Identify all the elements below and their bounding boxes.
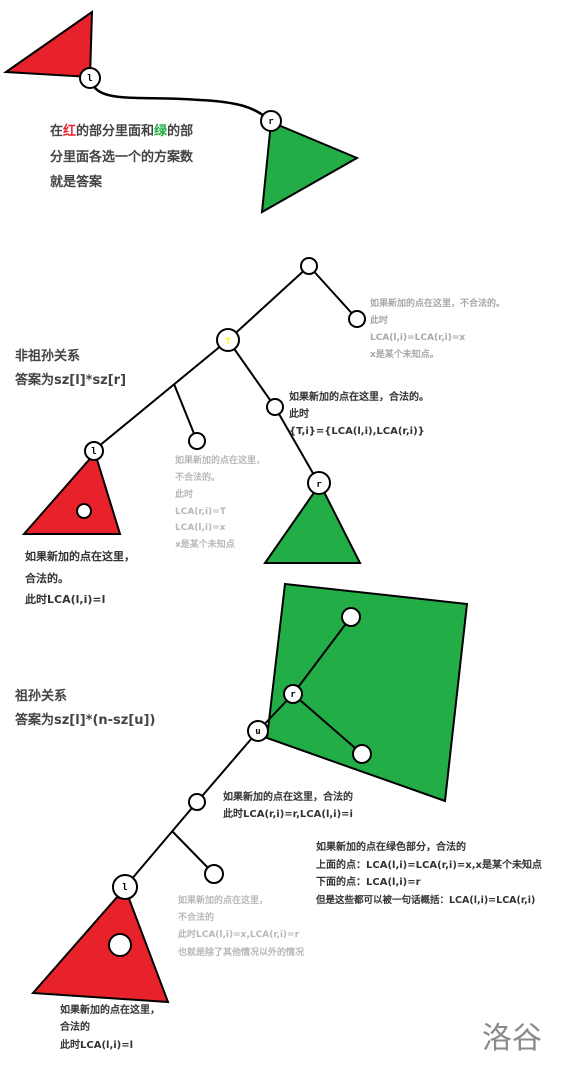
node-branch-bottom xyxy=(204,864,224,884)
svg-text:LCA(r,i)=T: LCA(r,i)=T xyxy=(175,507,227,517)
svg-text:不合法的: 不合法的 xyxy=(178,911,214,923)
point-in-red-mid xyxy=(76,503,92,519)
svg-text:此时LCA(l,i)=l: 此时LCA(l,i)=l xyxy=(60,1038,133,1051)
bottom-section: r u l 祖孙关系 答案为sz[l]*(n-sz[u]) 如果新加的点在这里，… xyxy=(14,582,542,1051)
middle-section: T l r 非祖孙关系 答案为sz[l]*sz[r] 如果新加的点在这里，不合法… xyxy=(15,257,505,606)
connecting-path-top xyxy=(89,78,269,120)
note-red-bottom: 如果新加的点在这里， 合法的 此时LCA(l,i)=l xyxy=(59,1003,160,1051)
caption-line3: 就是答案 xyxy=(50,174,103,190)
svg-text:不合法的。: 不合法的。 xyxy=(175,471,220,483)
svg-text:如果新加的点在这里，合法的。: 如果新加的点在这里，合法的。 xyxy=(289,390,429,403)
mid-title-line1: 非祖孙关系 xyxy=(15,348,80,364)
node-T-mid: T xyxy=(216,328,240,352)
node-r-mid-label: r xyxy=(316,480,322,490)
node-r-top: r xyxy=(260,110,282,132)
svg-text:此时LCA(r,i)=r,LCA(l,i)=i: 此时LCA(r,i)=r,LCA(l,i)=i xyxy=(223,807,353,820)
caption-line2: 分里面各选一个的方案数 xyxy=(50,149,194,165)
node-l-mid: l xyxy=(84,441,104,461)
note-green-bottom: 如果新加的点在绿色部分，合法的 上面的点：LCA(l,i)=LCA(r,i)=x… xyxy=(315,840,542,906)
note-branch-bottom: 如果新加的点在这里， 不合法的 此时LCA(l,i)=x,LCA(r,i)=r … xyxy=(178,894,304,958)
svg-text:LCA(l,i)=x: LCA(l,i)=x xyxy=(175,523,226,533)
node-top-mid xyxy=(300,257,318,275)
note-red-mid: 如果新加的点在这里， 合法的。 此时LCA(l,i)=l xyxy=(25,549,135,606)
svg-text:此时: 此时 xyxy=(370,314,388,326)
note-mid-left: 如果新加的点在这里， 不合法的。 此时 LCA(r,i)=T LCA(l,i)=… xyxy=(175,454,265,550)
svg-text:{T,i}={LCA(l,i),LCA(r,i)}: {T,i}={LCA(l,i),LCA(r,i)} xyxy=(289,426,425,437)
svg-text:如果新加的点在绿色部分，合法的: 如果新加的点在绿色部分，合法的 xyxy=(316,840,466,853)
node-path-mid xyxy=(266,398,284,416)
node-u-bottom: u xyxy=(247,720,269,742)
svg-text:合法的。: 合法的。 xyxy=(25,571,69,585)
node-r-bottom-label: r xyxy=(290,690,296,700)
svg-text:也就是除了其他情况以外的情况: 也就是除了其他情况以外的情况 xyxy=(178,946,304,958)
node-r-mid: r xyxy=(307,471,331,495)
note-mid: 如果新加的点在这里，合法的。 此时 {T,i}={LCA(l,i),LCA(r,… xyxy=(289,390,429,437)
svg-text:如果新加的点在这里，: 如果新加的点在这里， xyxy=(175,454,265,466)
node-l-mid-label: l xyxy=(91,447,96,457)
note-top-right: 如果新加的点在这里，不合法的。 此时 LCA(l,i)=LCA(r,i)=x x… xyxy=(370,297,505,360)
node-right-leaf-mid xyxy=(348,310,366,328)
svg-text:如果新加的点在这里，合法的: 如果新加的点在这里，合法的 xyxy=(223,790,353,803)
svg-text:此时LCA(l,i)=x,LCA(r,i)=r: 此时LCA(l,i)=x,LCA(r,i)=r xyxy=(178,928,300,940)
bottom-title-line1: 祖孙关系 xyxy=(14,688,67,704)
caption-line1: 在红的部分里面和绿的部 xyxy=(50,123,193,139)
node-green-top xyxy=(341,607,361,627)
svg-text:下面的点：LCA(l,i)=r: 下面的点：LCA(l,i)=r xyxy=(316,875,421,888)
node-path-bottom xyxy=(188,793,206,811)
green-subtree-bottom xyxy=(265,582,469,803)
node-l-label: l xyxy=(87,74,92,84)
point-in-red-bottom xyxy=(108,933,132,957)
red-subtree-top xyxy=(3,10,94,79)
red-subtree-bottom xyxy=(30,886,170,1004)
svg-text:x是某个未知点。: x是某个未知点。 xyxy=(370,348,439,360)
node-r-bottom: r xyxy=(283,684,303,704)
mid-title-line2: 答案为sz[l]*sz[r] xyxy=(15,372,126,388)
bottom-title-line2: 答案为sz[l]*(n-sz[u]) xyxy=(15,712,155,728)
svg-text:但是这些都可以被一句话概括：LCA(l,i)=LCA(r,i: 但是这些都可以被一句话概括：LCA(l,i)=LCA(r,i) xyxy=(315,894,535,906)
red-subtree-mid xyxy=(21,450,122,535)
svg-text:如果新加的点在这里，: 如果新加的点在这里， xyxy=(25,549,135,563)
svg-text:如果新加的点在这里，不合法的。: 如果新加的点在这里，不合法的。 xyxy=(370,297,505,309)
svg-text:此时: 此时 xyxy=(175,488,193,500)
top-section: l r 在红的部分里面和绿的部 分里面各选一个的方案数 就是答案 xyxy=(3,10,360,214)
svg-text:此时LCA(l,i)=l: 此时LCA(l,i)=l xyxy=(25,592,105,606)
node-l-top: l xyxy=(79,67,101,89)
svg-text:如果新加的点在这里，: 如果新加的点在这里， xyxy=(178,894,268,906)
node-u-label: u xyxy=(255,727,260,737)
svg-text:合法的: 合法的 xyxy=(59,1020,90,1033)
svg-text:LCA(l,i)=LCA(r,i)=x: LCA(l,i)=LCA(r,i)=x xyxy=(370,333,465,343)
node-T-label: T xyxy=(225,337,231,347)
svg-text:上面的点：LCA(l,i)=LCA(r,i)=x,x是某个未: 上面的点：LCA(l,i)=LCA(r,i)=x,x是某个未知点 xyxy=(316,858,542,871)
svg-text:x是某个未知点: x是某个未知点 xyxy=(175,538,235,550)
node-l-bottom-label: l xyxy=(122,883,127,893)
node-green-bottom xyxy=(352,744,372,764)
note-path-bottom: 如果新加的点在这里，合法的 此时LCA(r,i)=r,LCA(l,i)=i xyxy=(223,790,353,820)
green-subtree-mid xyxy=(263,482,362,564)
node-l-bottom: l xyxy=(112,874,138,900)
green-subtree-top xyxy=(260,120,360,214)
node-r-label: r xyxy=(268,117,274,127)
svg-text:此时: 此时 xyxy=(289,407,309,420)
svg-text:如果新加的点在这里，: 如果新加的点在这里， xyxy=(60,1003,160,1016)
watermark-text: 洛谷 xyxy=(482,1021,542,1056)
node-branch-mid xyxy=(188,432,206,450)
